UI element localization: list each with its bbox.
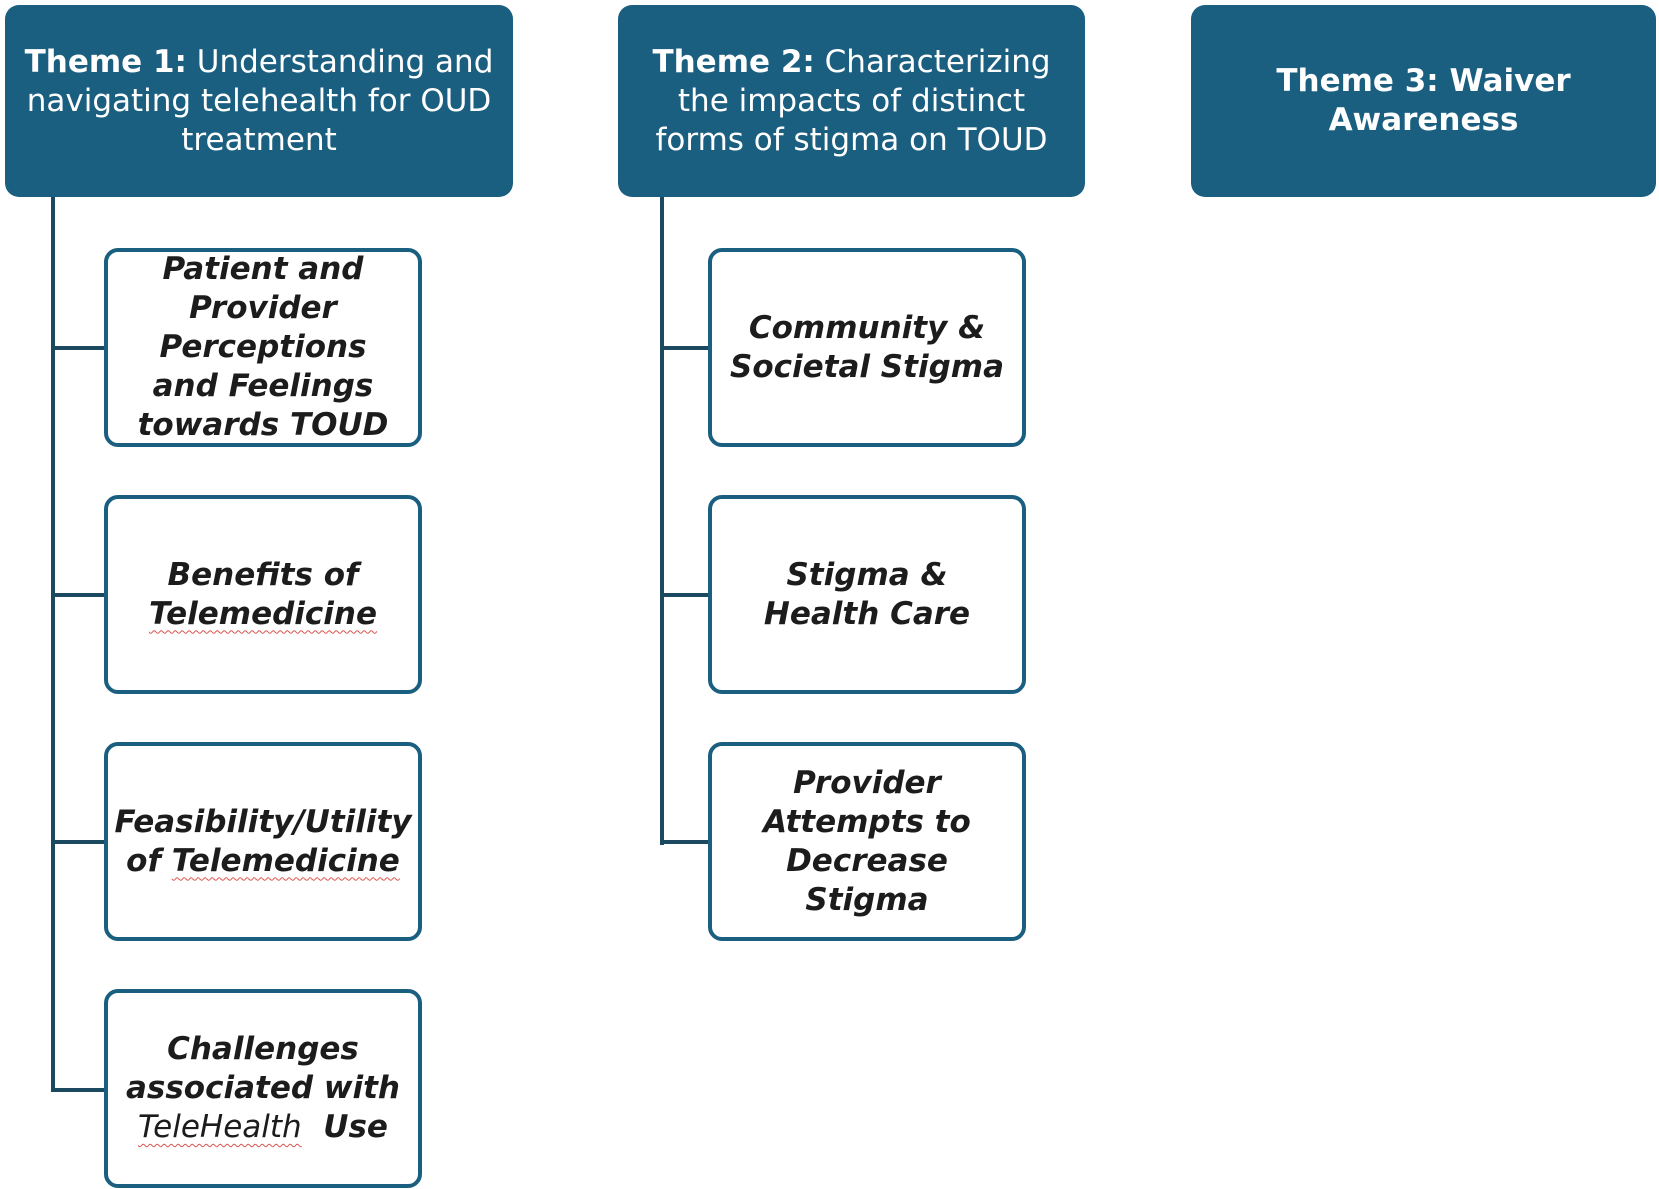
- theme-1-branch-4: [51, 1088, 105, 1092]
- theme-2-branch-2: [660, 593, 710, 597]
- theme-2-branch-3: [660, 840, 710, 844]
- theme-1-item-perceptions: Patient and Provider Perceptions and Fee…: [104, 248, 422, 447]
- theme-1-item-benefits: Benefits of Telemedicine: [104, 495, 422, 694]
- theme-1-item-feasibility: Feasibility/Utility of Telemedicine: [104, 742, 422, 941]
- theme-2-prefix: Theme 2:: [652, 43, 815, 80]
- theme-2-trunk-line: [660, 197, 664, 845]
- theme-1-item-challenges: Challenges associated with TeleHealth Us…: [104, 989, 422, 1188]
- theme-1-item-2-pre: Benefits of: [167, 556, 359, 593]
- theme-2-item-provider-attempts: Provider Attempts to Decrease Stigma: [708, 742, 1026, 941]
- theme-2-title: Characterizing the impacts of distinct f…: [655, 43, 1051, 158]
- theme-1-branch-3: [51, 840, 105, 844]
- theme-1-item-3-term: Telemedicine: [171, 842, 400, 879]
- theme-1-item-3-pre: Feasibility/Utility of: [114, 803, 412, 879]
- theme-2-item-community-stigma: Community & Societal Stigma: [708, 248, 1026, 447]
- theme-2-branch-1: [660, 346, 710, 350]
- theme-2-item-3-label: Provider Attempts to Decrease Stigma: [763, 764, 971, 918]
- theme-1-trunk-line: [51, 197, 55, 1092]
- theme-1-item-1-label: Patient and Provider Perceptions and Fee…: [137, 251, 389, 443]
- theme-1-item-4-post: Use: [301, 1109, 388, 1145]
- theme-2-item-2-label: Stigma & Health Care: [763, 556, 971, 632]
- theme-1-branch-2: [51, 593, 105, 597]
- theme-3-title: Theme 3: Waiver Awareness: [1276, 63, 1571, 138]
- theme-1-title: Understanding and navigating telehealth …: [26, 43, 494, 158]
- theme-1-prefix: Theme 1:: [24, 43, 187, 80]
- theme-1-header: Theme 1: Understanding and navigating te…: [5, 5, 513, 197]
- theme-1-branch-1: [51, 346, 105, 350]
- theme-1-item-4-pre: Challenges associated with: [125, 1031, 401, 1106]
- theme-2-item-1-label: Community & Societal Stigma: [730, 309, 1004, 385]
- theme-2-header: Theme 2: Characterizing the impacts of d…: [618, 5, 1085, 197]
- theme-1-item-2-term: Telemedicine: [148, 595, 378, 632]
- theme-2-item-health-care-stigma: Stigma & Health Care: [708, 495, 1026, 694]
- theme-3-header: Theme 3: Waiver Awareness: [1191, 5, 1656, 197]
- theme-1-item-4-term: TeleHealth: [138, 1109, 302, 1145]
